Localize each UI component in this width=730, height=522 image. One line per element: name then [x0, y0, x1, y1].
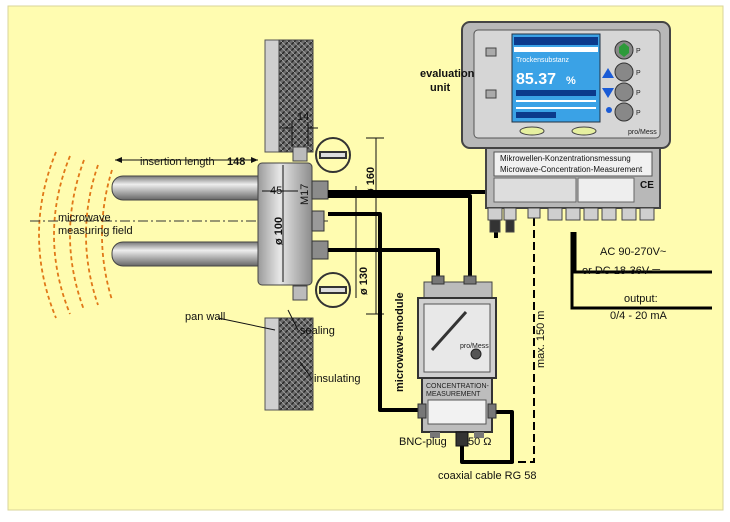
- cable-module-upper: [328, 194, 472, 282]
- button-2-label: P: [636, 70, 641, 77]
- button-3[interactable]: [614, 82, 634, 102]
- dim-45-label: 45: [270, 185, 282, 197]
- display-unit: %: [566, 75, 576, 87]
- button-4-label: P: [636, 110, 641, 117]
- side-buttons: P P P P: [614, 40, 641, 122]
- dim-14-label: 14: [297, 111, 309, 123]
- nameplate: [493, 151, 653, 177]
- insulating-label: insulating: [314, 373, 360, 385]
- nameplate-en: Microwave-Concentration-Measurement: [500, 165, 643, 174]
- ac-supply-label: AC 90-270V~: [600, 246, 666, 258]
- led-right: [571, 126, 597, 136]
- display-header: Trockensubstanz: [516, 57, 570, 64]
- power-cable: [573, 232, 712, 274]
- button-3-label: P: [636, 90, 641, 97]
- coaxial-cable-label: coaxial cable RG 58: [438, 470, 536, 482]
- cable-glands: [487, 207, 655, 233]
- module-label-2: MEASUREMENT: [426, 391, 481, 398]
- ohm-label: 50 Ω: [468, 436, 492, 448]
- left-panel-buttons: [485, 47, 497, 99]
- insulating-leader: [299, 361, 313, 380]
- microwave-module-label: microwave-module: [394, 292, 406, 392]
- microwave-field-label-2: measuring field: [58, 225, 133, 237]
- microwave-module: pro/Mess CONCENTRATION- MEASUREMENT: [417, 275, 497, 438]
- sealing-leader: [287, 309, 299, 331]
- module-label-1: CONCENTRATION-: [426, 383, 490, 390]
- display-reading: 85.37: [516, 71, 556, 88]
- output-label: output:: [624, 293, 658, 305]
- cables: [328, 190, 712, 464]
- led-left: [519, 126, 545, 136]
- sensor-flange: [257, 146, 329, 301]
- microwave-field-label-1: microwave: [58, 212, 111, 224]
- coax-cable: [512, 218, 535, 463]
- max-length-label: max. 150 m: [535, 311, 547, 368]
- output-cable: [570, 232, 712, 310]
- hexagon-icon: [619, 43, 629, 57]
- pan-wall: [264, 39, 314, 411]
- pan-wall-label: pan wall: [185, 311, 225, 323]
- microwave-field-waves: [38, 151, 113, 319]
- pan-wall-leader: [217, 317, 276, 331]
- ce-mark: CE: [640, 180, 654, 191]
- evaluation-unit-label-2: unit: [430, 82, 450, 94]
- evaluation-unit: Trockensubstanz 85.37 % P P P P: [461, 21, 671, 233]
- screen-arrow-buttons: [602, 68, 614, 113]
- dimension-lines: [115, 122, 384, 315]
- insertion-length-value: 148: [227, 156, 245, 168]
- arrow-down-icon[interactable]: [602, 88, 614, 98]
- bnc-plug: [455, 431, 469, 447]
- nameplate-de: Mikrowellen-Konzentrationsmessung: [500, 154, 631, 163]
- bnc-plug-label: BNC-plug: [399, 436, 447, 448]
- arrow-up-icon[interactable]: [602, 68, 614, 78]
- insertion-length-label: insertion length: [140, 156, 215, 168]
- dim-m17-label: M17: [299, 184, 311, 205]
- sensor-rods: [111, 175, 271, 267]
- dim-160-label: ø 160: [365, 167, 377, 195]
- dim-130-label: ø 130: [358, 267, 370, 295]
- cable-module-side: [328, 212, 424, 412]
- dc-supply-label: or DC 18-36V ═: [582, 265, 660, 277]
- sealing-label: sealing: [300, 325, 335, 337]
- cable-module-lower: [328, 248, 440, 282]
- button-1-label: P: [636, 48, 641, 55]
- dim-100-label: ø 100: [273, 217, 285, 245]
- evaluation-unit-label-1: evaluation: [420, 68, 475, 80]
- evaluation-brand: pro/Mess: [628, 129, 657, 136]
- output-range-label: 0/4 - 20 mA: [610, 310, 668, 322]
- button-4[interactable]: [614, 102, 634, 122]
- mounting-clamps: [315, 137, 351, 308]
- button-2[interactable]: [614, 62, 634, 82]
- module-brand: pro/Mess: [460, 343, 489, 350]
